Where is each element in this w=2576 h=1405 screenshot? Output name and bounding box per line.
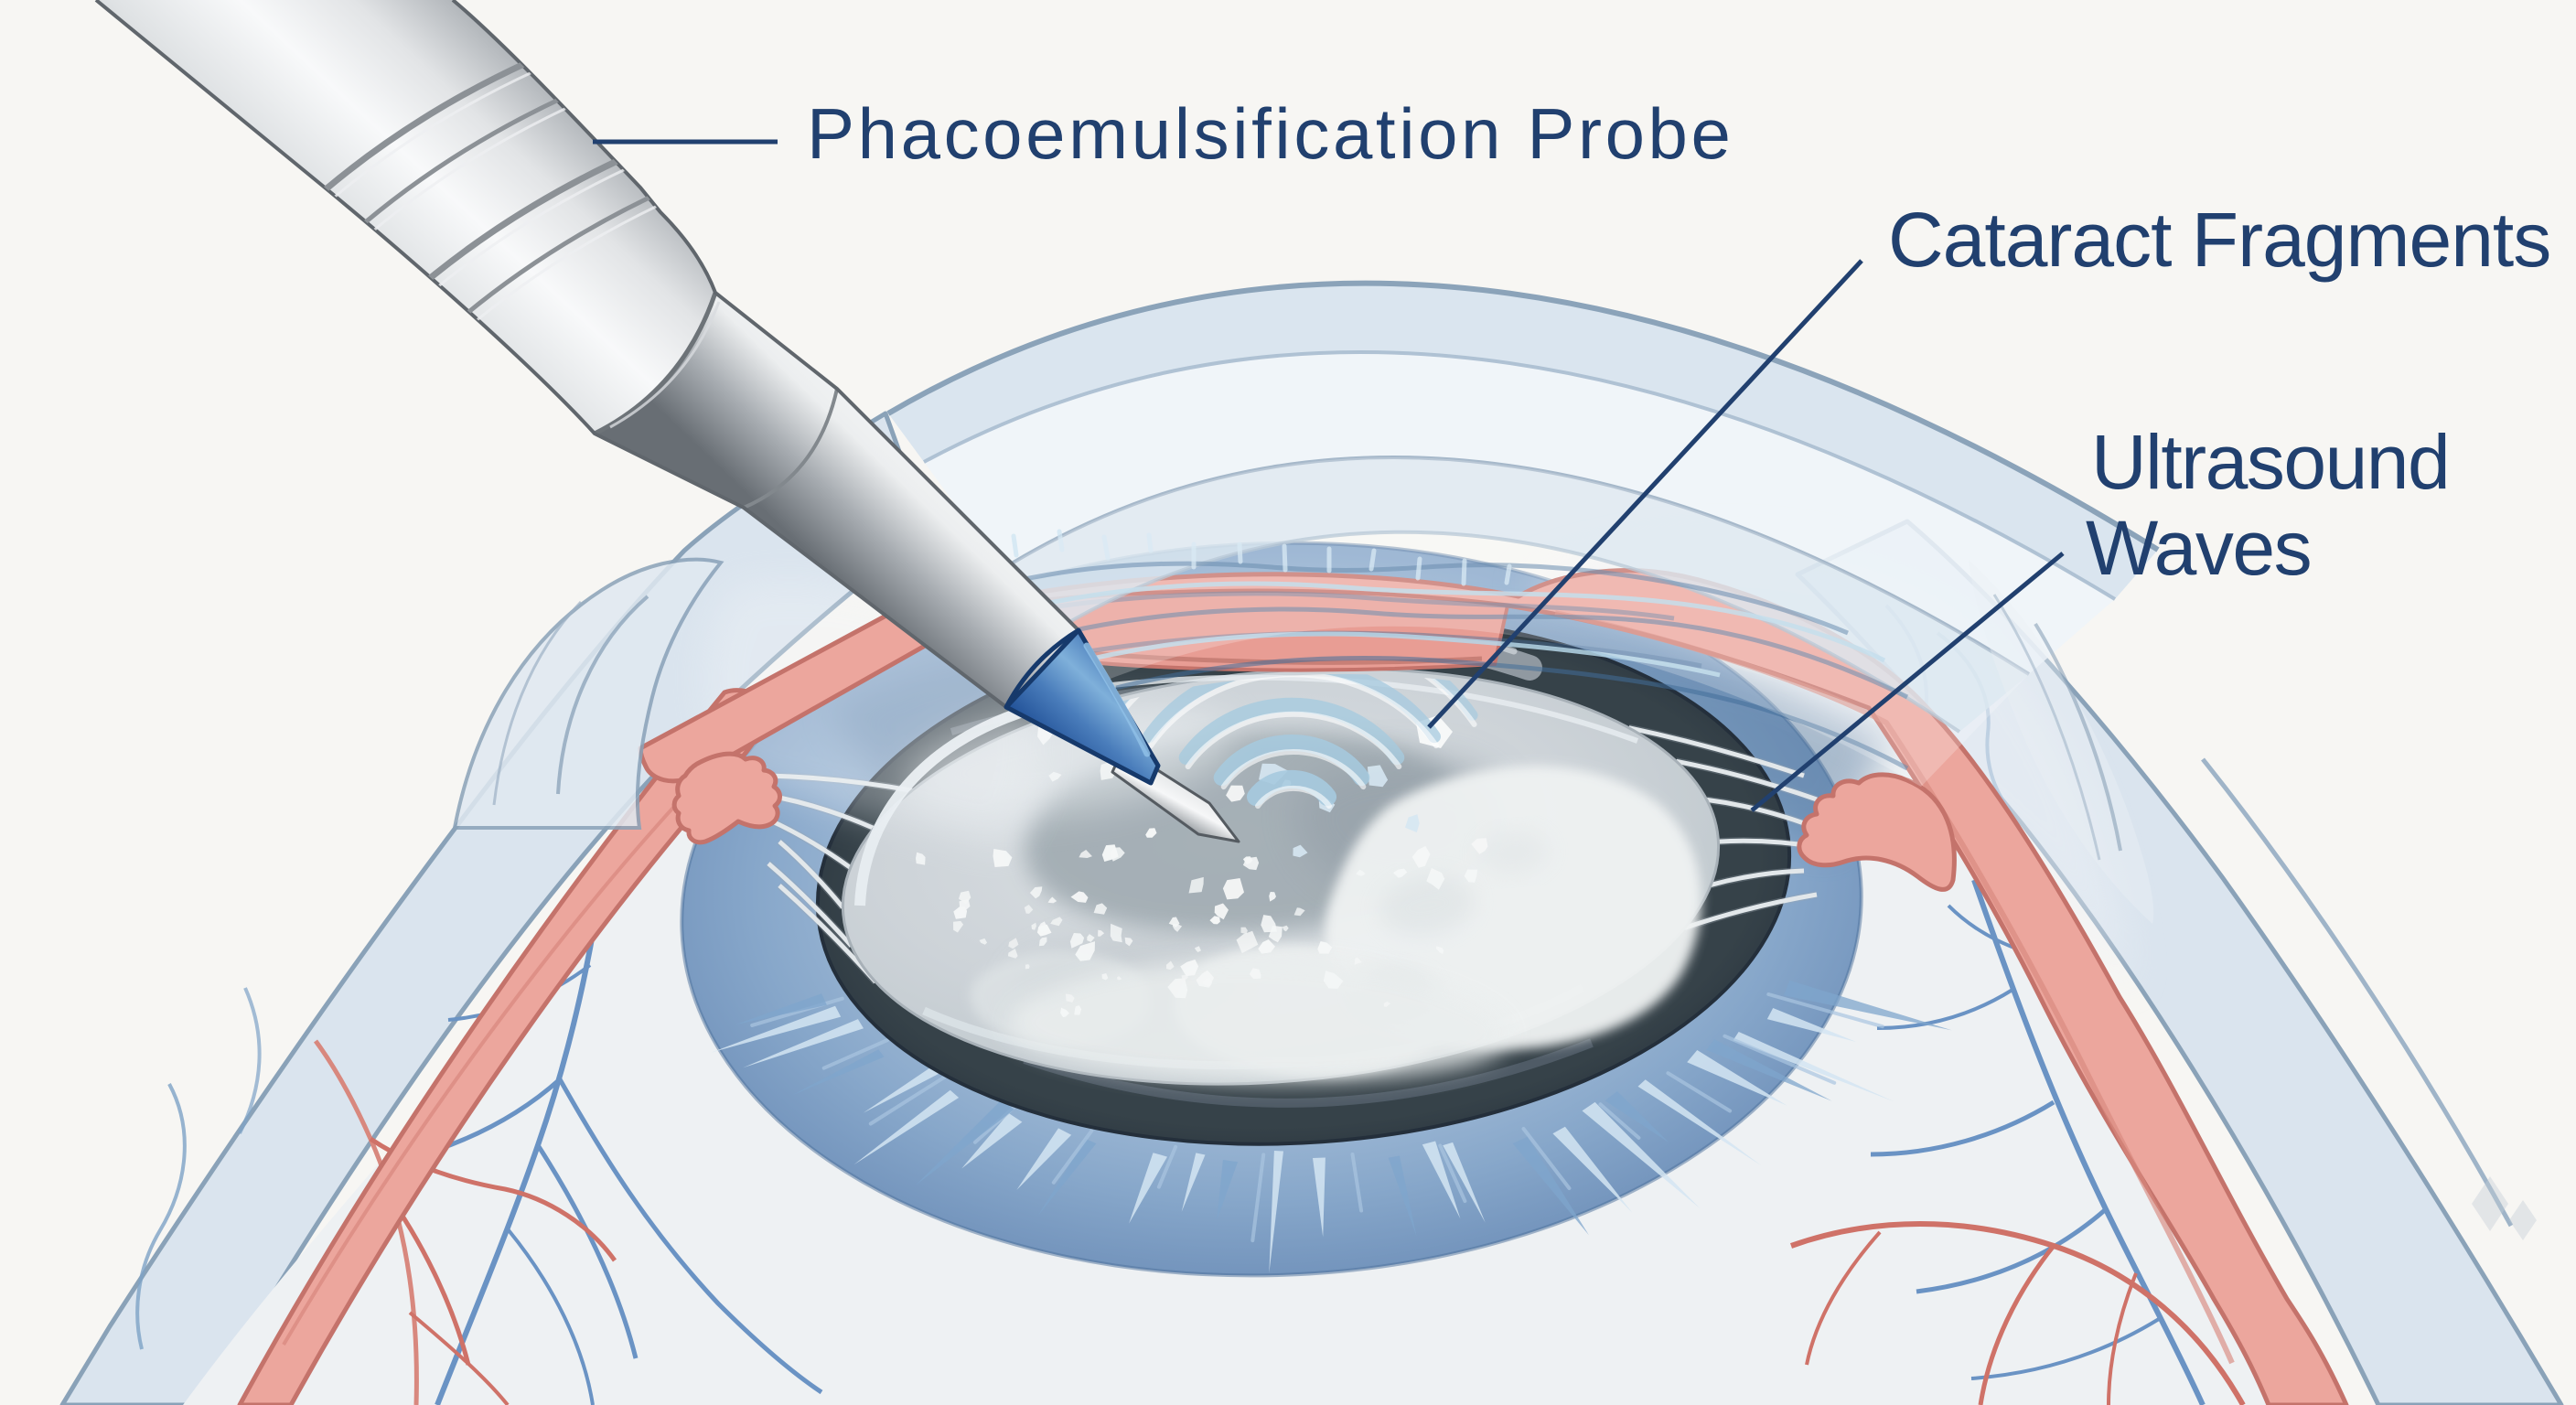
- svg-text:Cataract Fragments: Cataract Fragments: [1888, 197, 2550, 283]
- svg-text:Phacoemulsification Probe: Phacoemulsification Probe: [807, 93, 1734, 174]
- svg-text:Ultrasound: Ultrasound: [2091, 419, 2449, 505]
- svg-text:Waves: Waves: [2086, 505, 2311, 591]
